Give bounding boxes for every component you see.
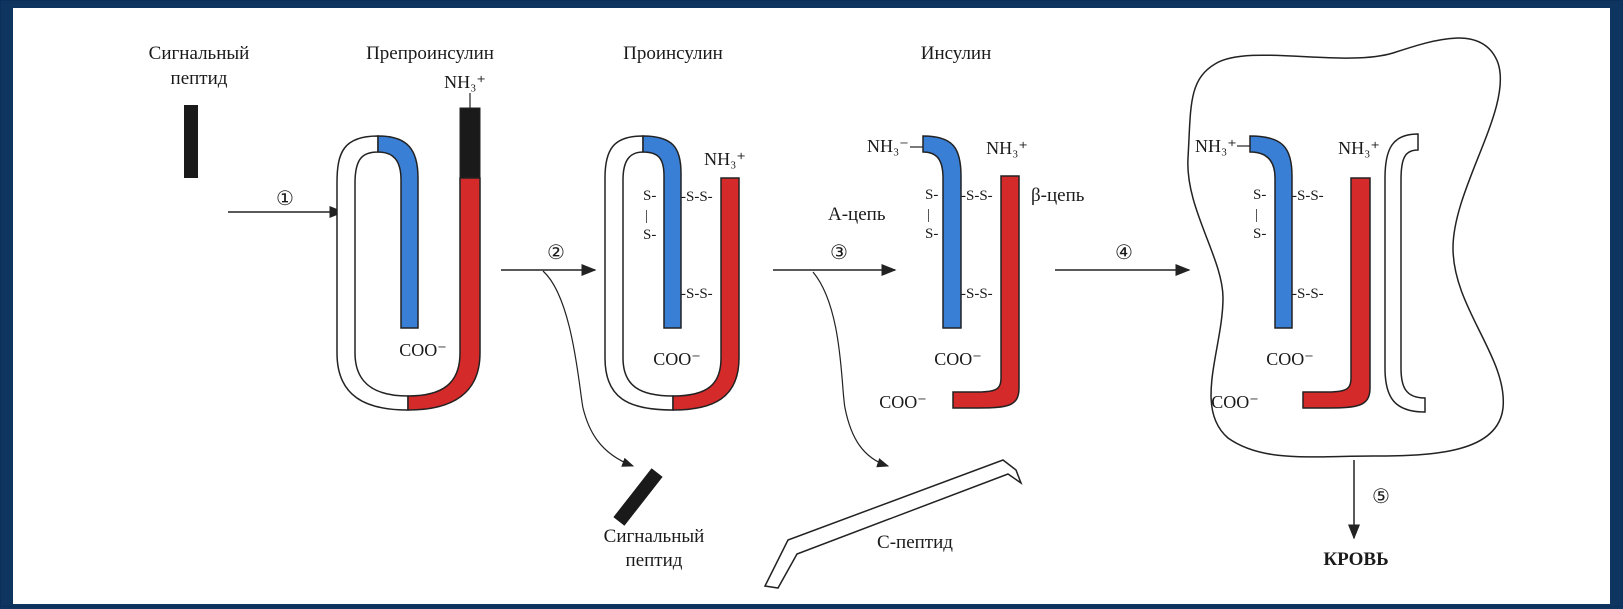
preproinsulin-nh3: NH₃⁺ (444, 72, 486, 92)
signal-peptide-label-line1: Сигнальный (149, 43, 250, 64)
step-4-number: ④ (1115, 242, 1133, 264)
proinsulin-coo: COO⁻ (653, 349, 701, 369)
granule-s-mid: | (1255, 207, 1258, 223)
released-c-peptide-label: С-пептид (877, 532, 953, 553)
granule-a-nh3: NH₃⁺ (1195, 136, 1237, 156)
secretory-granule-group: NH₃⁺ NH₃⁺ S- | S- -S-S- -S-S- COO⁻ COO⁻ (1188, 38, 1503, 457)
granule-ss-bond-1: -S-S- (1292, 188, 1324, 204)
proinsulin-ss-bond-2: -S-S- (681, 286, 713, 302)
granule-b-coo: COO⁻ (1211, 392, 1259, 412)
signal-peptide-group: Сигнальный пептид (149, 43, 250, 178)
proinsulin-s-bottom: S- (643, 227, 656, 243)
preproinsulin-group: Препроинсулин NH₃⁺ COO⁻ (337, 43, 494, 410)
released-signal-peptide-shape (613, 468, 662, 525)
diagram-panel: Сигнальный пептид ① Препроинсулин NH₃⁺ C… (13, 8, 1610, 604)
blood-label: КРОВЬ (1323, 549, 1388, 570)
insulin-s-bottom: S- (925, 226, 938, 242)
granule-s-bottom: S- (1253, 226, 1266, 242)
a-chain-label: А-цепь (828, 204, 886, 225)
granule-s-top: S- (1253, 187, 1266, 203)
insulin-s-top: S- (925, 187, 938, 203)
insulin-label: Инсулин (921, 43, 992, 64)
proinsulin-label: Проинсулин (623, 43, 723, 64)
released-signal-peptide-line1: Сигнальный (604, 526, 705, 547)
step-3-number: ③ (830, 242, 848, 264)
insulin-group: Инсулин NH₃⁻ NH₃⁺ S- | S- -S-S- -S-S- А-… (828, 43, 1085, 412)
released-signal-peptide: Сигнальный пептид (604, 468, 705, 571)
released-c-peptide: С-пептид (765, 460, 1021, 588)
proinsulin-ss-bond-1: -S-S- (681, 189, 713, 205)
step-2-number: ② (547, 242, 565, 264)
insulin-b-coo: COO⁻ (879, 392, 927, 412)
proinsulin-group: Проинсулин NH₃⁺ S- | S- -S-S- -S-S- COO⁻ (605, 43, 746, 410)
insulin-a-nh3: NH₃⁻ (867, 136, 909, 156)
step-5-number: ⑤ (1372, 486, 1390, 508)
preproinsulin-coo: COO⁻ (399, 340, 447, 360)
signal-peptide-shape (184, 105, 198, 178)
insulin-synthesis-diagram: Сигнальный пептид ① Препроинсулин NH₃⁺ C… (13, 8, 1610, 604)
step-1: ① (228, 188, 343, 212)
granule-c-peptide (1385, 134, 1425, 412)
proinsulin-s-top: S- (643, 188, 656, 204)
granule-b-nh3: NH₃⁺ (1338, 138, 1380, 158)
preproinsulin-b-chain (408, 178, 480, 410)
released-c-peptide-shape (765, 460, 1021, 588)
insulin-b-nh3: NH₃⁺ (986, 138, 1028, 158)
step-3: ③ (773, 242, 895, 466)
step-3-branch-arrow (813, 272, 888, 466)
preproinsulin-c-peptide (337, 136, 408, 410)
granule-ss-bond-2: -S-S- (1292, 286, 1324, 302)
preproinsulin-label: Препроинсулин (366, 43, 494, 64)
granule-a-coo: COO⁻ (1266, 349, 1314, 369)
step-4: ④ (1055, 242, 1189, 270)
released-signal-peptide-line2: пептид (626, 550, 683, 571)
step-5: ⑤ КРОВЬ (1323, 460, 1390, 570)
insulin-ss-bond-2: -S-S- (961, 286, 993, 302)
insulin-a-coo: COO⁻ (934, 349, 982, 369)
proinsulin-s-mid: | (645, 208, 648, 224)
insulin-ss-bond-1: -S-S- (961, 188, 993, 204)
proinsulin-nh3: NH₃⁺ (704, 149, 746, 169)
step-1-number: ① (276, 188, 294, 210)
preproinsulin-signal-part (460, 108, 480, 178)
preproinsulin-a-chain (378, 136, 418, 328)
signal-peptide-label-line2: пептид (171, 68, 228, 89)
insulin-s-mid: | (927, 207, 930, 223)
b-chain-label: β-цепь (1031, 185, 1085, 206)
